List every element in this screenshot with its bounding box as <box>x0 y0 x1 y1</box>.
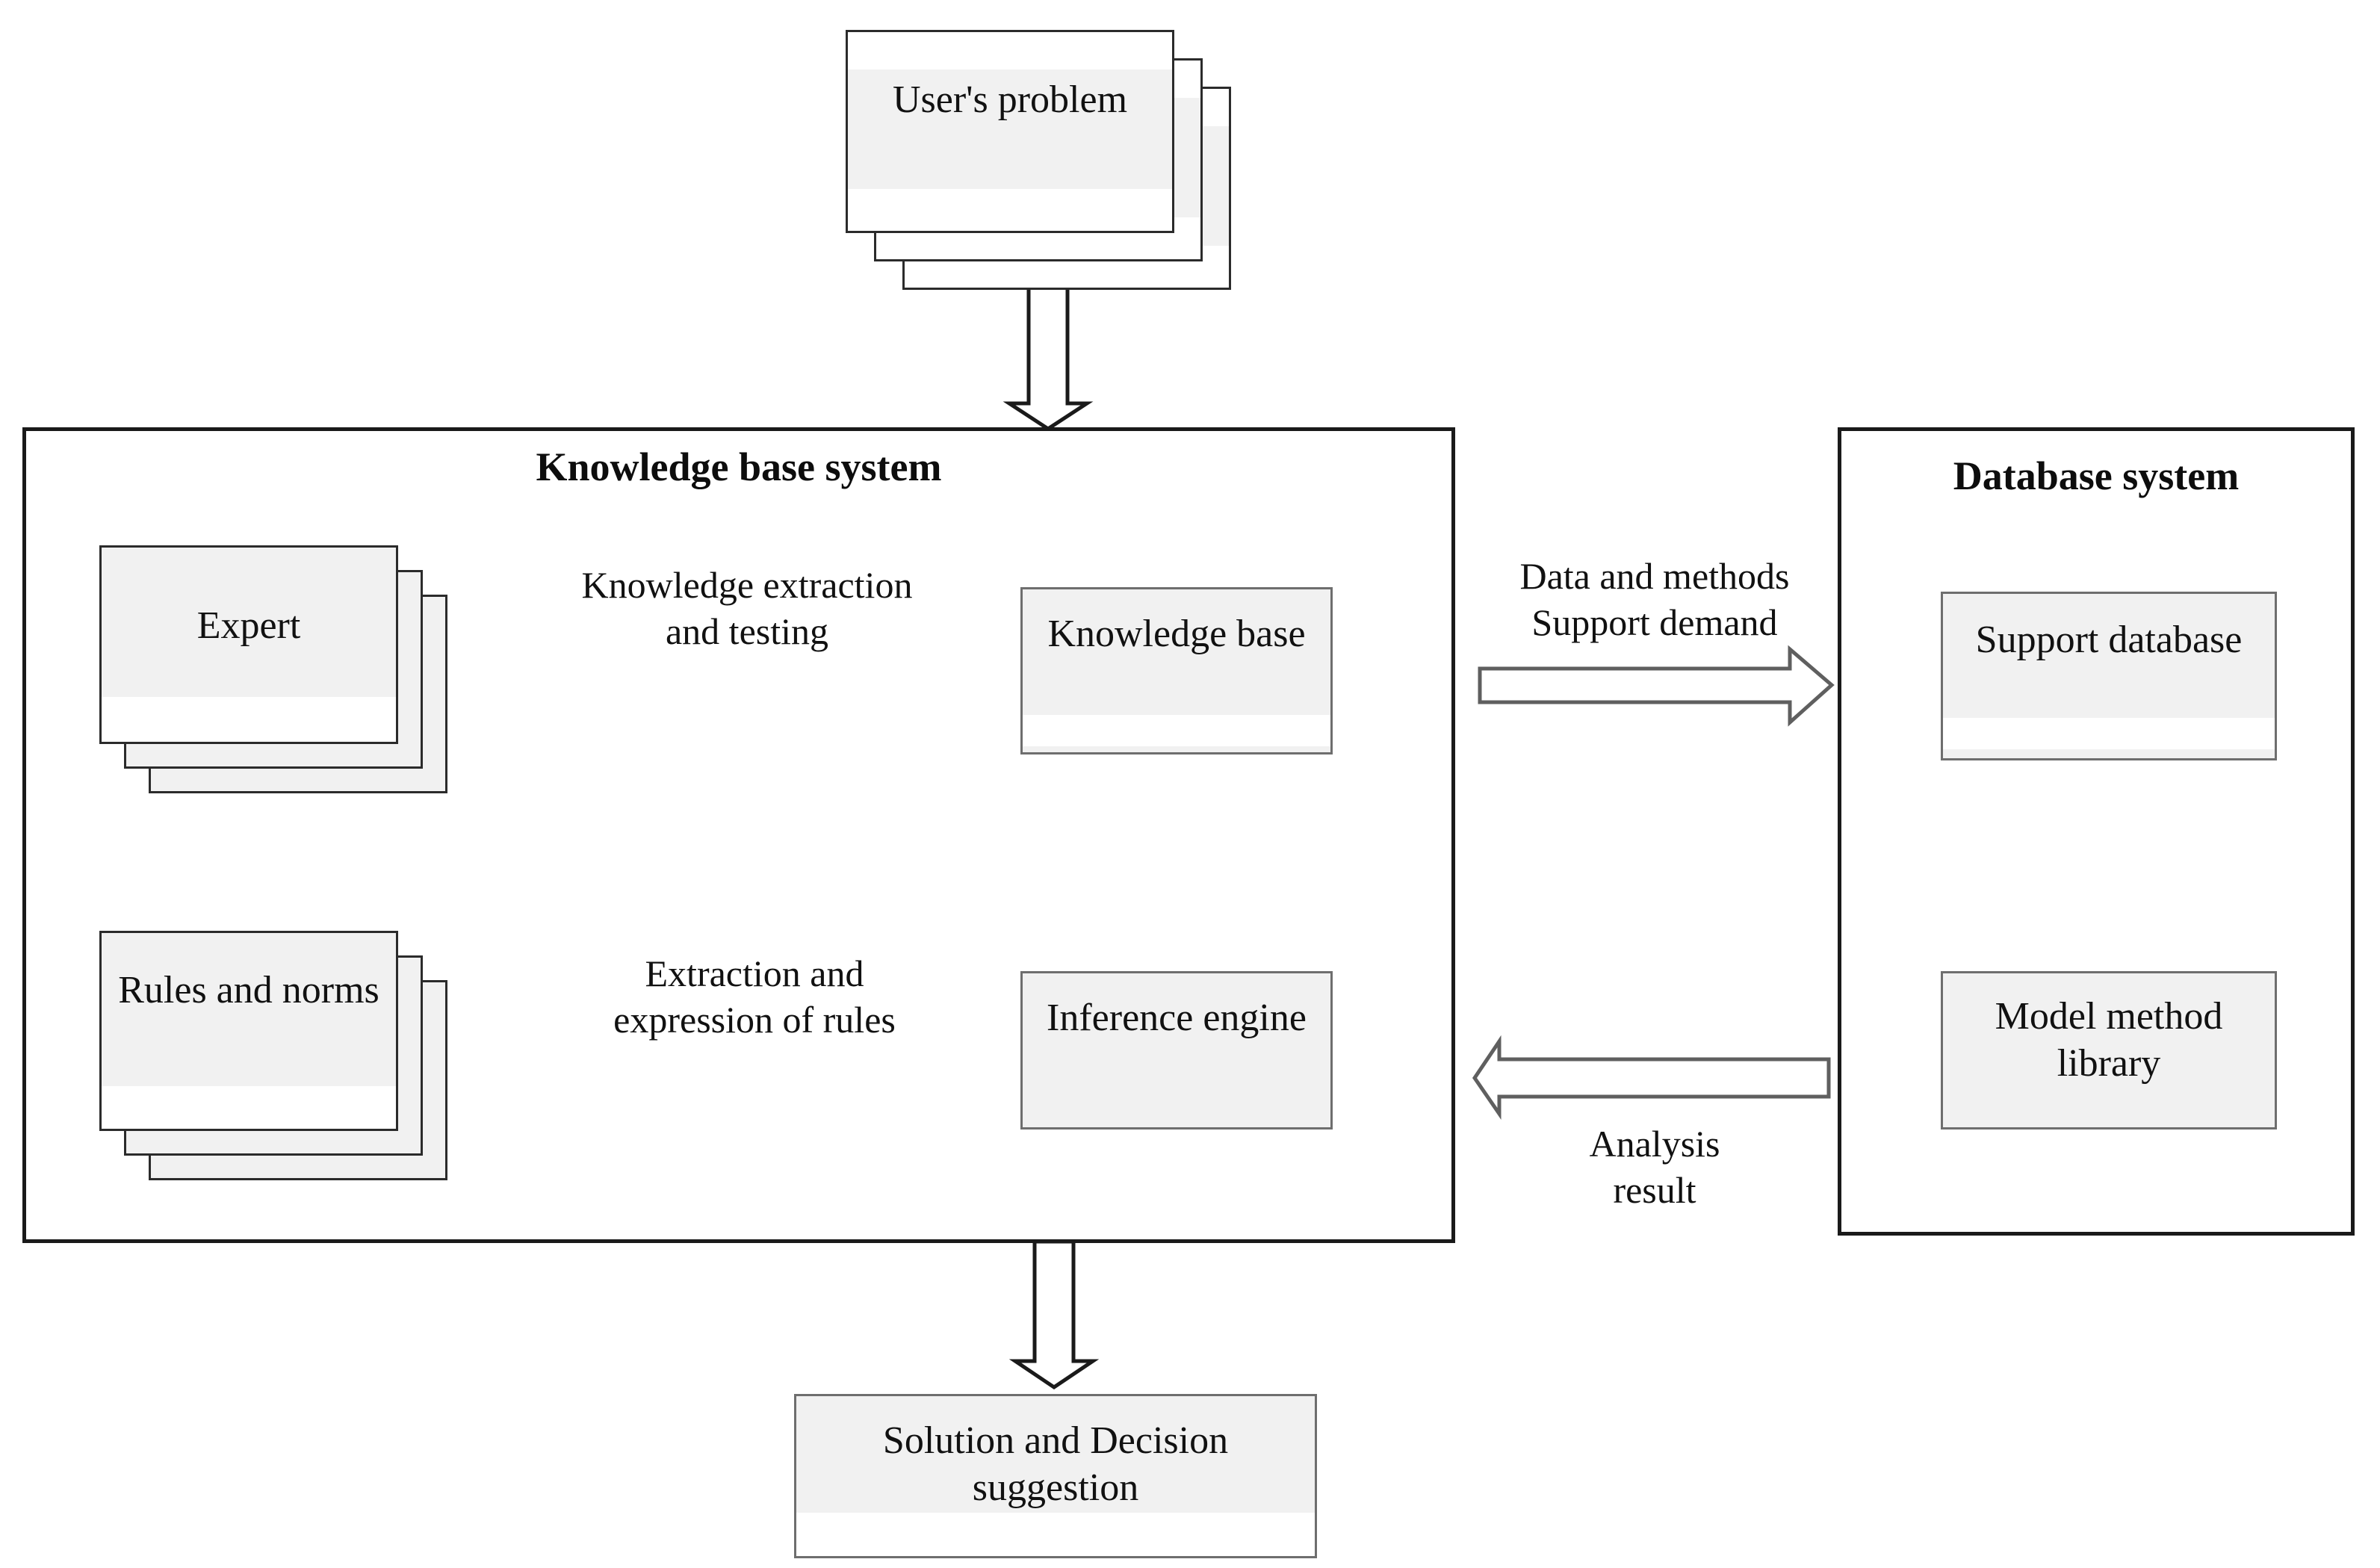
edge-label-knowledge-extraction: Knowledge extraction and testing <box>581 564 913 652</box>
node-knowledge-base[interactable]: Knowledge base <box>1020 587 1333 754</box>
inference-engine-label: Inference engine <box>1047 997 1307 1039</box>
node-inference-engine[interactable]: Inference engine <box>1020 971 1333 1129</box>
support-database-label: Support database <box>1975 619 2243 661</box>
edge-problem-in <box>1002 283 1094 431</box>
node-support-database[interactable]: Support database <box>1941 592 2277 760</box>
support-database-white-band <box>1943 718 2275 749</box>
edge-analysis-result <box>1472 1035 1831 1121</box>
users-problem-card-front: User's problem <box>846 30 1174 233</box>
node-expert[interactable]: Expert <box>99 545 450 793</box>
edge-solution-out <box>1008 1239 1100 1390</box>
knowledge-base-white-band <box>1023 715 1330 746</box>
knowledge-base-system-title: Knowledge base system <box>536 444 942 489</box>
expert-label: Expert <box>196 604 301 647</box>
node-model-method-library[interactable]: Model method library <box>1941 971 2277 1129</box>
expert-card-front: Expert <box>99 545 398 744</box>
users-problem-label: User's problem <box>892 78 1128 121</box>
edge-label-extraction-rules: Extraction and expression of rules <box>613 952 896 1041</box>
node-solution[interactable]: Solution and Decision suggestion <box>794 1394 1317 1558</box>
model-method-library-label: Model method library <box>1995 995 2223 1085</box>
knowledge-base-label: Knowledge base <box>1047 613 1306 655</box>
edge-label-analysis-result: Analysis result <box>1589 1123 1720 1211</box>
node-rules-and-norms[interactable]: Rules and norms <box>99 931 458 1185</box>
rules-and-norms-card-front: Rules and norms <box>99 931 398 1131</box>
rules-and-norms-label: Rules and norms <box>118 969 379 1011</box>
node-users-problem[interactable]: User's problem <box>846 30 1234 291</box>
database-system-title: Database system <box>1953 453 2240 498</box>
solution-white-band <box>796 1513 1315 1556</box>
edge-data-and-methods <box>1478 645 1835 727</box>
solution-label: Solution and Decision suggestion <box>882 1419 1229 1510</box>
edge-label-data-and-methods: Data and methods Support demand <box>1519 555 1790 643</box>
